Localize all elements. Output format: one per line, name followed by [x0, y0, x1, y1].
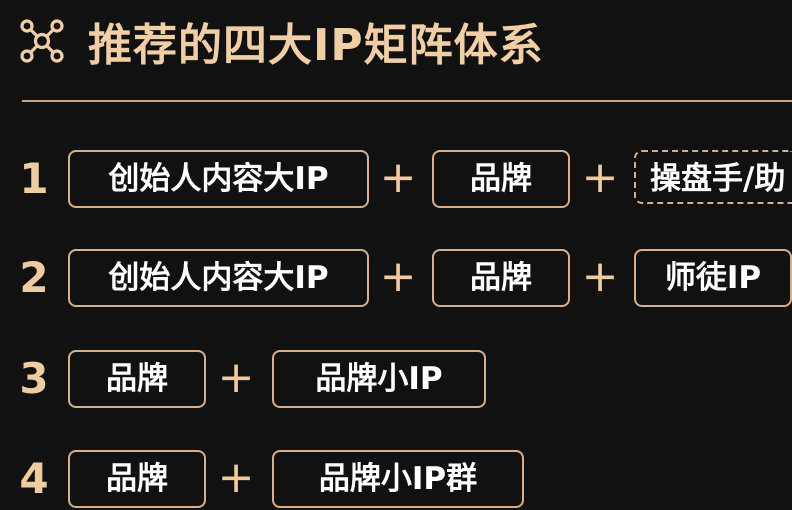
matrix-item-operator: 操盘手/助: [634, 150, 792, 204]
network-nodes-icon: [20, 19, 64, 63]
plus-sign: +: [379, 251, 417, 302]
plus-sign: +: [217, 352, 255, 403]
header-divider: [22, 100, 792, 102]
matrix-item-founder-ip: 创始人内容大IP: [68, 150, 369, 208]
row-number: 1: [19, 154, 49, 203]
row-number: 3: [19, 354, 49, 403]
matrix-item-brand: 品牌: [68, 350, 206, 408]
plus-sign: +: [581, 152, 619, 203]
page-header: 推荐的四大IP矩阵体系: [18, 6, 544, 76]
page-title: 推荐的四大IP矩阵体系: [88, 20, 544, 71]
matrix-item-mentor-ip: 师徒IP: [634, 249, 792, 307]
matrix-item-brand: 品牌: [68, 450, 206, 508]
plus-sign: +: [217, 452, 255, 503]
matrix-item-brand-small-ip-group: 品牌小IP群: [272, 450, 524, 508]
matrix-item-brand: 品牌: [432, 249, 570, 307]
plus-sign: +: [379, 152, 417, 203]
row-number: 2: [19, 253, 49, 302]
row-number: 4: [19, 454, 49, 503]
matrix-item-brand: 品牌: [432, 150, 570, 208]
plus-sign: +: [581, 251, 619, 302]
matrix-item-founder-ip: 创始人内容大IP: [68, 249, 369, 307]
matrix-item-brand-small-ip: 品牌小IP: [272, 350, 486, 408]
